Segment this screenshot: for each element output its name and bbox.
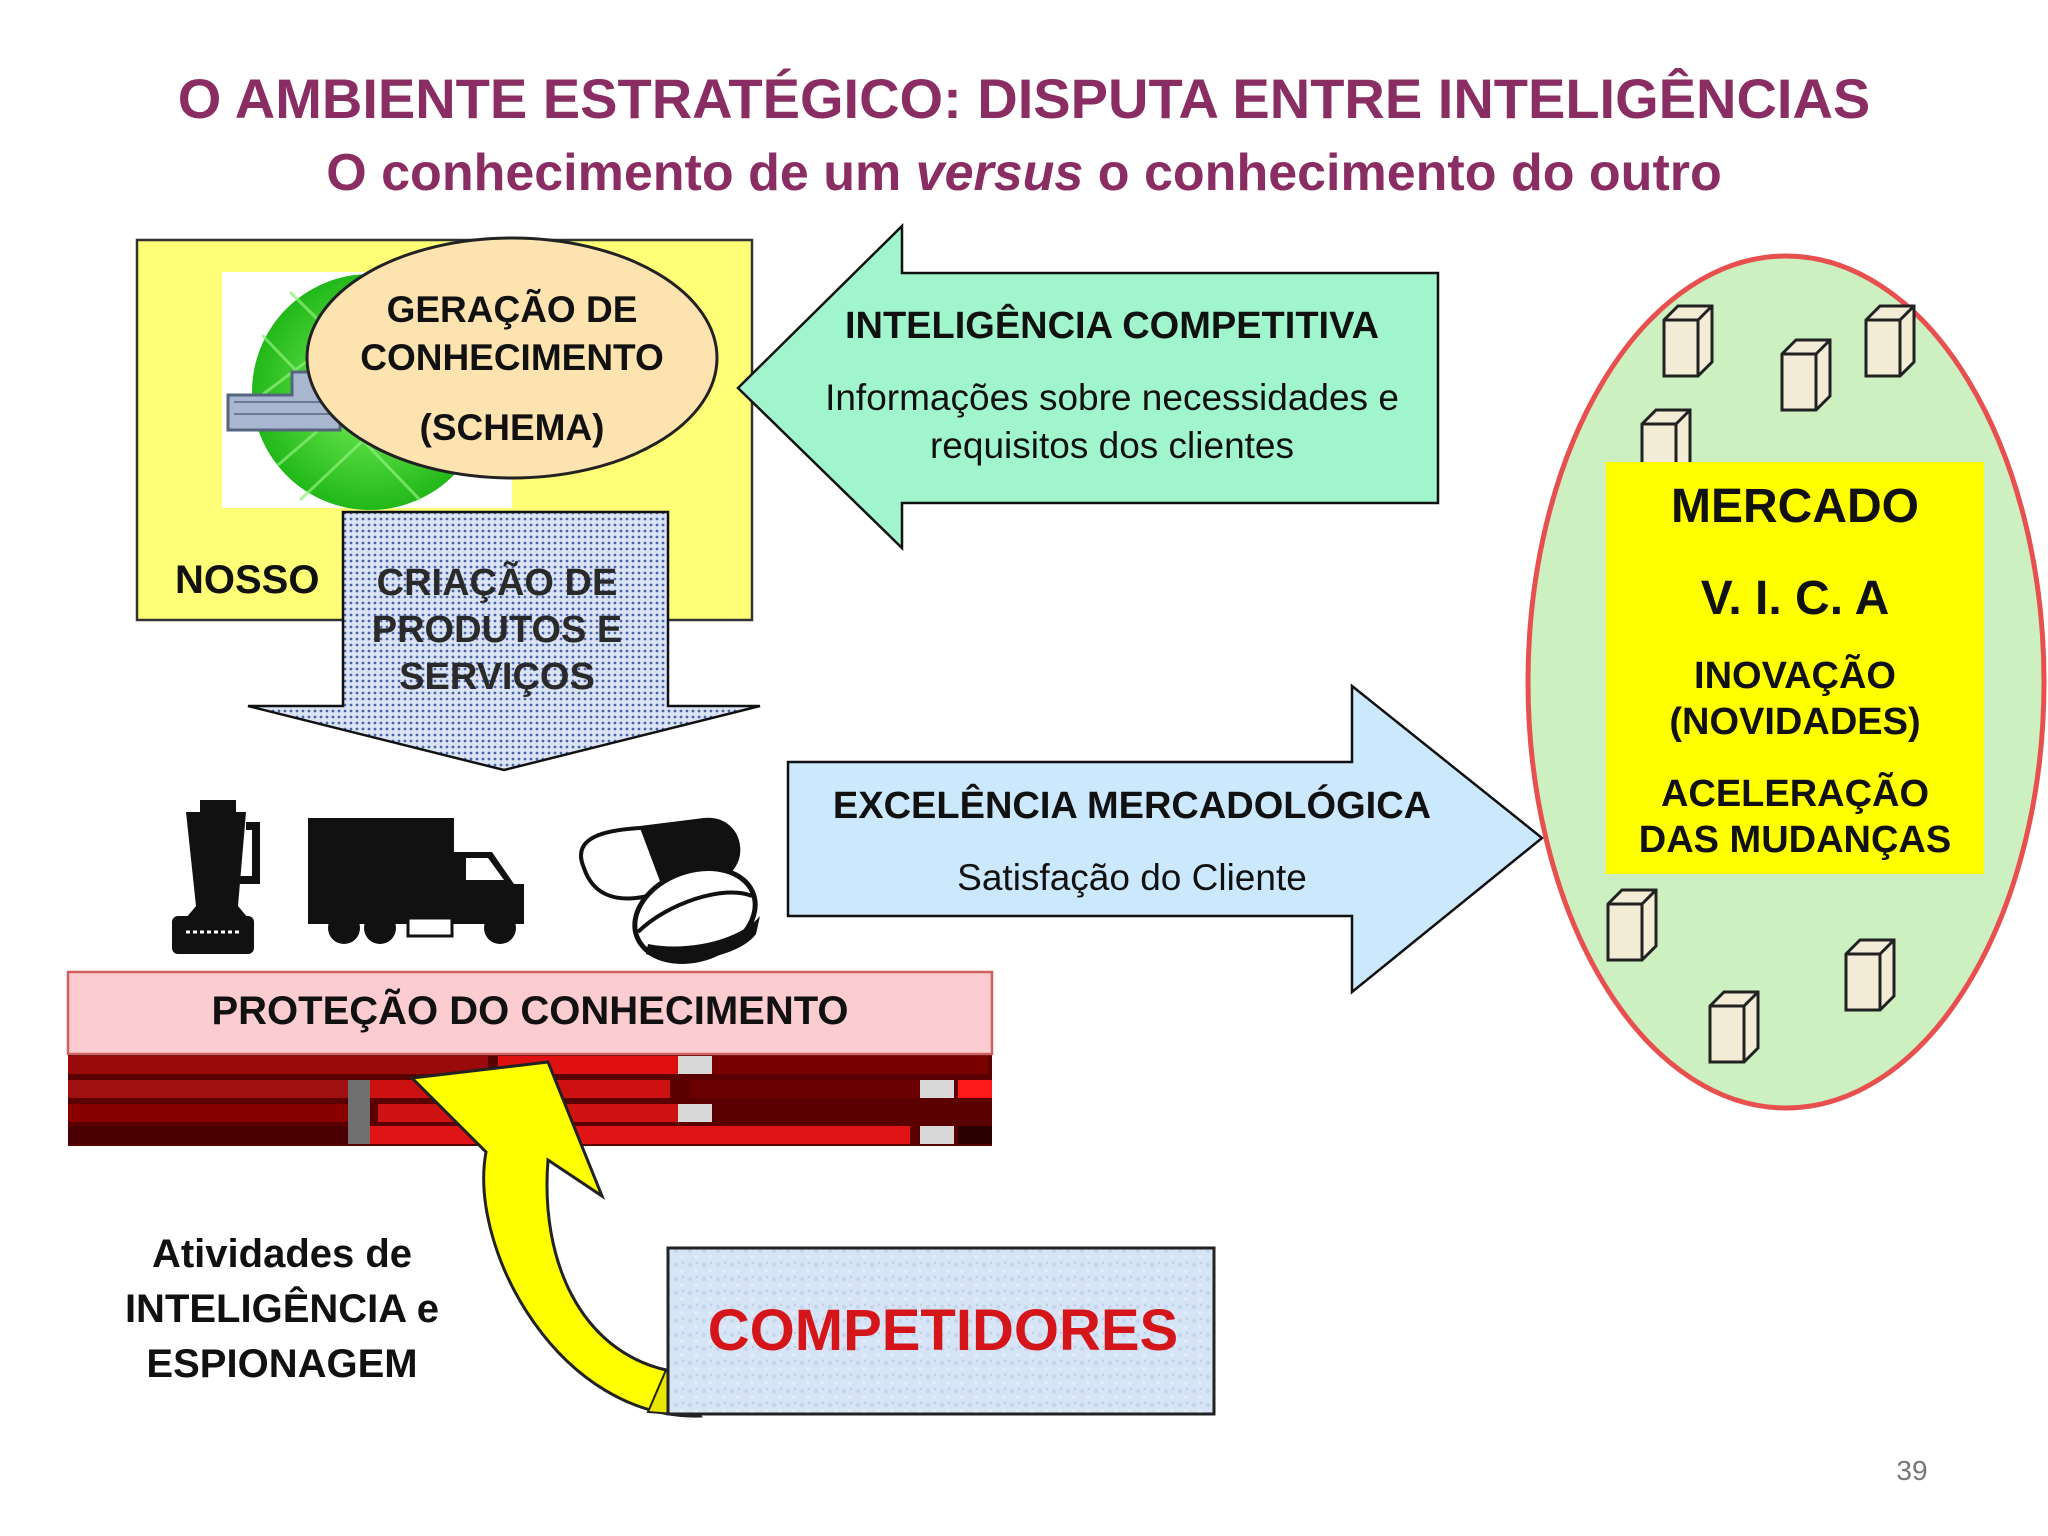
page-subtitle: O conhecimento de um versus o conhecimen… bbox=[326, 144, 1722, 202]
creation-line3: SERVIÇOS bbox=[399, 656, 595, 698]
competitors-box: COMPETIDORES bbox=[666, 1246, 1216, 1416]
ellipse-line3: (SCHEMA) bbox=[420, 407, 605, 448]
market-line4: DAS MUDANÇAS bbox=[1639, 819, 1951, 861]
intelligence-title: INTELIGÊNCIA COMPETITIVA bbox=[845, 303, 1379, 347]
creation-line1: CRIAÇÃO DE bbox=[377, 560, 618, 604]
market-title: MERCADO bbox=[1671, 480, 1919, 533]
page-title: O AMBIENTE ESTRATÉGICO: DISPUTA ENTRE IN… bbox=[178, 67, 1871, 130]
creation-line2: PRODUTOS E bbox=[372, 609, 623, 651]
nosso-label: NOSSO bbox=[175, 558, 319, 602]
intelligence-line2: requisitos dos clientes bbox=[930, 425, 1294, 466]
market-line1: INOVAÇÃO bbox=[1694, 653, 1896, 697]
market-line2: (NOVIDADES) bbox=[1669, 701, 1920, 743]
excellence-subtitle: Satisfação do Cliente bbox=[957, 857, 1307, 898]
market-box bbox=[1606, 462, 1984, 874]
espionage-line1: Atividades de bbox=[152, 1232, 412, 1276]
ellipse-line1: GERAÇÃO DE bbox=[387, 288, 638, 330]
ellipse-line2: CONHECIMENTO bbox=[360, 337, 664, 378]
market-vica: V. I. C. A bbox=[1701, 572, 1890, 625]
knowledge-generation-ellipse bbox=[305, 236, 719, 480]
excellence-arrow: EXCELÊNCIA MERCADOLÓGICA Satisfação do C… bbox=[786, 683, 1544, 995]
blender-icon bbox=[172, 800, 260, 954]
nosso-box: GERAÇÃO DE CONHECIMENTO (SCHEMA) NOSSO bbox=[135, 236, 754, 622]
creation-arrow: CRIAÇÃO DE PRODUTOS E SERVIÇOS bbox=[247, 510, 761, 772]
excellence-title: EXCELÊNCIA MERCADOLÓGICA bbox=[833, 783, 1431, 827]
intelligence-line1: Informações sobre necessidades e bbox=[825, 377, 1399, 418]
protection-label: PROTEÇÃO DO CONHECIMENTO bbox=[211, 987, 848, 1033]
pill-icon bbox=[579, 817, 760, 964]
espionage-line3: ESPIONAGEM bbox=[146, 1342, 417, 1386]
protection-bar bbox=[66, 970, 994, 1056]
espionage-line2: INTELIGÊNCIA e bbox=[125, 1285, 439, 1331]
truck-icon bbox=[308, 818, 524, 944]
espionage-text: Atividades de INTELIGÊNCIA e ESPIONAGEM bbox=[125, 1232, 439, 1386]
competitors-label: COMPETIDORES bbox=[708, 1298, 1179, 1363]
page-number: 39 bbox=[1896, 1455, 1927, 1486]
market-ellipse: MERCADO V. I. C. A INOVAÇÃO (NOVIDADES) … bbox=[1525, 253, 2047, 1111]
intelligence-arrow: INTELIGÊNCIA COMPETITIVA Informações sob… bbox=[736, 223, 1440, 551]
market-line3: ACELERAÇÃO bbox=[1661, 771, 1929, 815]
